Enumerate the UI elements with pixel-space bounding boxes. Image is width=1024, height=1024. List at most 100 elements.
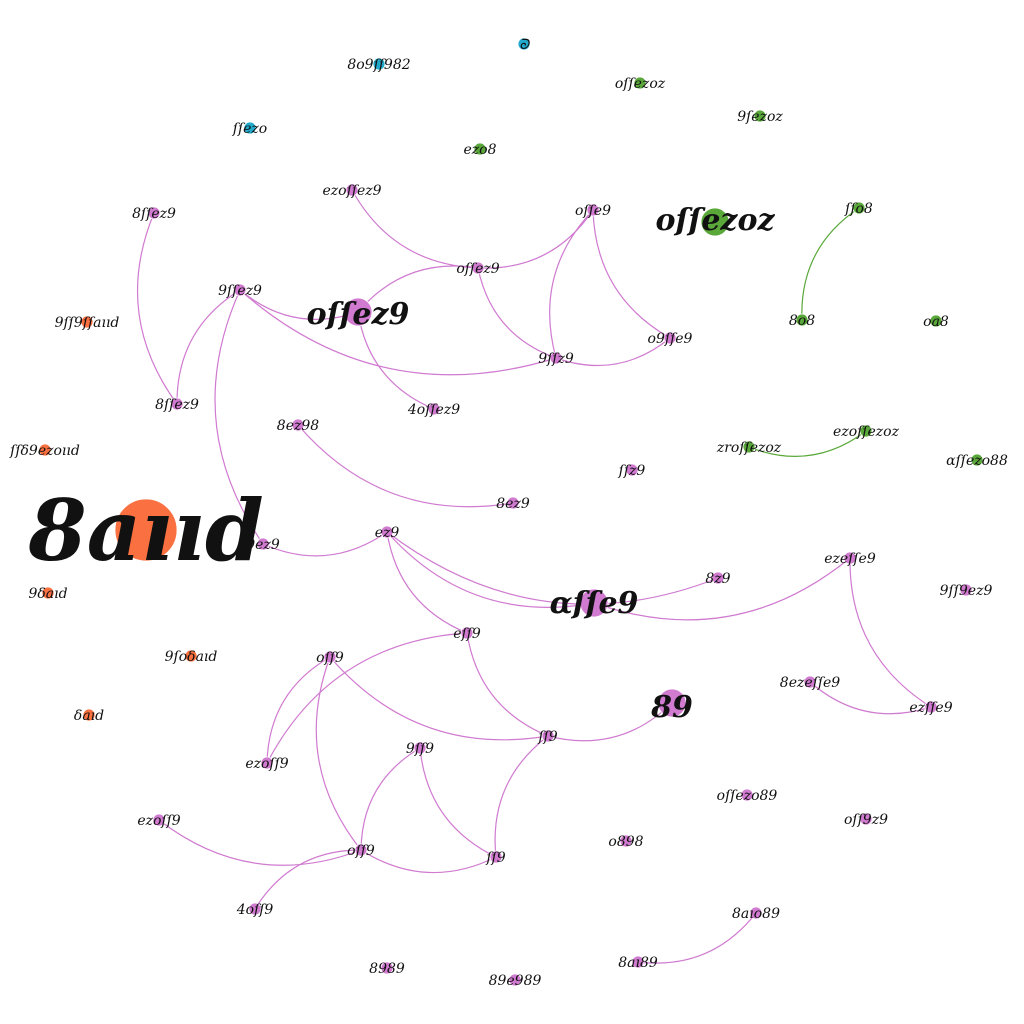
graph-node[interactable]: [82, 708, 96, 722]
graph-node[interactable]: [625, 463, 639, 477]
graph-node[interactable]: [711, 571, 725, 585]
graph-node[interactable]: [114, 498, 178, 562]
graph-node[interactable]: [795, 313, 809, 327]
node-label: ez9: [375, 525, 400, 541]
graph-node[interactable]: [354, 843, 368, 857]
graph-edge: [477, 209, 594, 269]
graph-edge: [477, 267, 557, 359]
graph-node[interactable]: [843, 551, 857, 565]
node-label: ſſo8: [844, 201, 873, 217]
graph-node[interactable]: [170, 397, 184, 411]
graph-node[interactable]: [147, 206, 161, 220]
node-label: 89e989: [489, 973, 542, 989]
node-label: 4oſſez9: [407, 402, 460, 418]
graph-node[interactable]: [517, 37, 531, 51]
graph-edge: [466, 632, 549, 737]
graph-node[interactable]: [506, 496, 520, 510]
node-label: 9ſſ9ez9: [940, 583, 993, 599]
graph-node[interactable]: [740, 788, 754, 802]
graph-edge: [360, 747, 421, 851]
node-label: oſſe9: [575, 203, 611, 219]
graph-node[interactable]: [549, 351, 563, 365]
graph-node[interactable]: [970, 453, 984, 467]
graph-edge: [592, 209, 671, 339]
node-label: 8aııd: [27, 481, 263, 580]
graph-node[interactable]: [256, 537, 270, 551]
node-label: 9ſoδaıd: [165, 649, 218, 665]
node-label: ſſ9: [537, 729, 557, 745]
graph-node[interactable]: [929, 314, 943, 328]
graph-node[interactable]: [427, 402, 441, 416]
node-label: oſſ9z9: [844, 812, 888, 828]
graph-node[interactable]: [586, 203, 600, 217]
node-label: 8ezeſſe9: [780, 675, 841, 691]
node-label: oſſezoz: [656, 203, 776, 238]
node-label: ezeſſe9: [824, 551, 876, 567]
node-label: oa8: [923, 314, 949, 330]
graph-edge: [593, 557, 851, 621]
graph-edge: [176, 289, 241, 405]
graph-node[interactable]: [471, 261, 485, 275]
graph-edge: [262, 531, 388, 557]
graph-node[interactable]: [184, 649, 198, 663]
graph-node[interactable]: [372, 57, 386, 71]
node-label: 8o9ſſ982: [347, 57, 410, 73]
graph-node[interactable]: [460, 626, 474, 640]
label-layer: 8aııd9δaıd9ſoδaıdδaıdſſδ9ezoııd9ſſ9ſſaıı…: [9, 37, 1008, 989]
graph-node[interactable]: [380, 961, 394, 975]
graph-node[interactable]: [41, 586, 55, 600]
graph-edge: [494, 735, 549, 858]
graph-node[interactable]: [749, 906, 763, 920]
graph-edge: [357, 265, 479, 313]
graph-node[interactable]: [803, 675, 817, 689]
graph-node[interactable]: [380, 525, 394, 539]
graph-node[interactable]: [248, 902, 262, 916]
graph-node[interactable]: [579, 588, 609, 618]
node-label: 89: [650, 690, 693, 725]
graph-node[interactable]: [859, 424, 873, 438]
graph-node[interactable]: [243, 121, 257, 135]
graph-node[interactable]: [343, 297, 373, 327]
graph-node[interactable]: [80, 315, 94, 329]
graph-node[interactable]: [959, 583, 973, 597]
graph-node[interactable]: [38, 443, 52, 457]
graph-node[interactable]: [473, 142, 487, 156]
graph-node[interactable]: [152, 813, 166, 827]
graph-edge: [266, 632, 468, 764]
graph-edge: [386, 531, 595, 608]
graph-node[interactable]: [233, 283, 247, 297]
graph-node[interactable]: [619, 834, 633, 848]
graph-node[interactable]: [345, 183, 359, 197]
graph-node[interactable]: [633, 76, 647, 90]
node-label: ezoſſezoz: [833, 424, 900, 440]
graph-node[interactable]: [631, 955, 645, 969]
node-label: 9ſſ9ſſaııd: [55, 315, 120, 331]
graph-edge: [214, 289, 264, 545]
graph-node[interactable]: [753, 109, 767, 123]
node-label: oſſ9: [316, 650, 344, 666]
node-label: o9ſſe9: [648, 331, 693, 347]
graph-node[interactable]: [323, 650, 337, 664]
graph-edge: [360, 849, 497, 874]
node-label: 8o8: [789, 313, 815, 329]
node-label: 9ſſ9: [406, 741, 434, 757]
graph-node[interactable]: [852, 201, 866, 215]
graph-node[interactable]: [291, 418, 305, 432]
graph-node[interactable]: [742, 440, 756, 454]
graph-node[interactable]: [663, 331, 677, 345]
node-label: zroſſezoz: [716, 440, 782, 456]
graph-node[interactable]: [700, 207, 730, 237]
node-label: ɑſſezo88: [946, 453, 1008, 469]
graph-node[interactable]: [924, 700, 938, 714]
graph-edge: [329, 656, 549, 741]
graph-node[interactable]: [413, 741, 427, 755]
graph-node[interactable]: [541, 729, 555, 743]
graph-node[interactable]: [859, 812, 873, 826]
graph-node[interactable]: [260, 756, 274, 770]
graph-node[interactable]: [657, 688, 687, 718]
node-label: eſſ9: [453, 626, 481, 642]
graph-node[interactable]: [489, 850, 503, 864]
graph-node[interactable]: [508, 973, 522, 987]
graph-edge: [158, 819, 362, 866]
